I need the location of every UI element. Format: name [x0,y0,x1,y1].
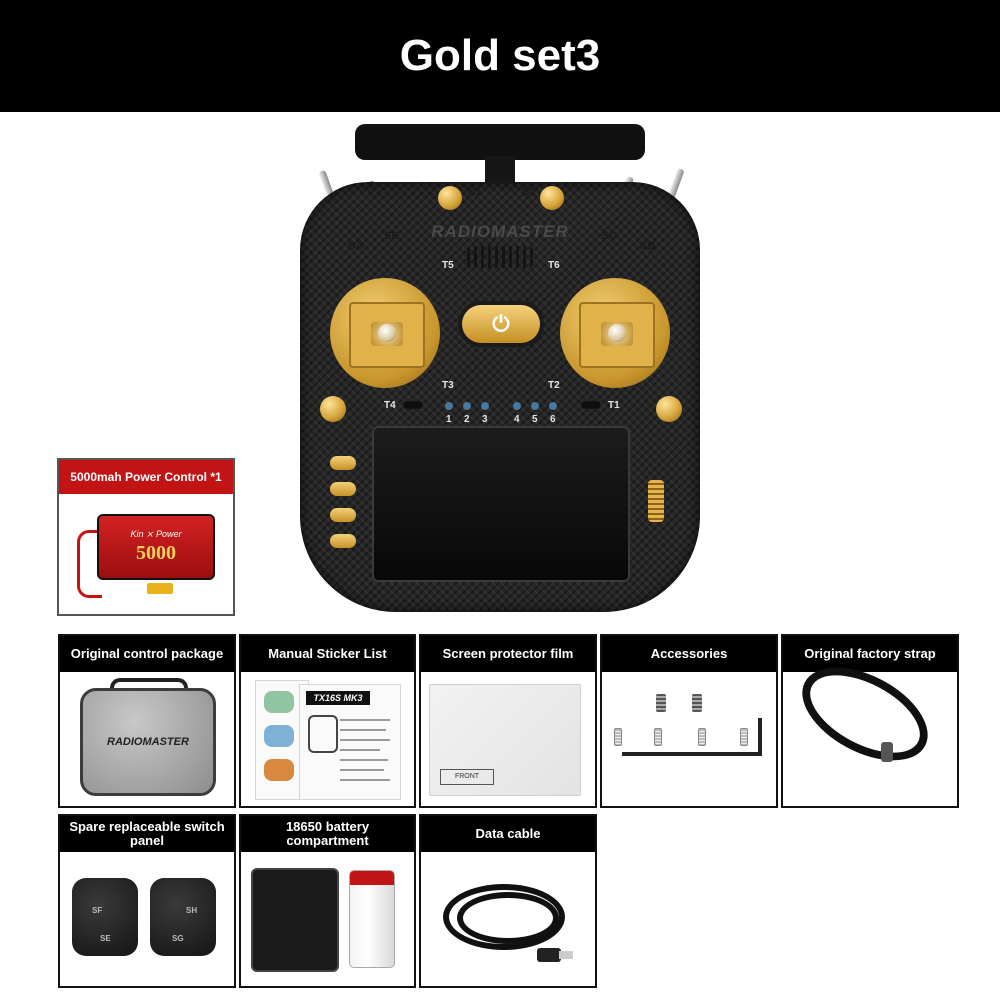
scroll-wheel[interactable] [648,480,664,522]
button-label-2: 2 [464,414,470,425]
switch-label-sf: SF [92,906,103,915]
case-logo: RADIOMASTER [107,736,189,748]
manual-image: TX16S MK3 [299,684,401,800]
battery-compartment-image [251,868,339,972]
power-button[interactable]: ⏻ [462,305,540,343]
label-sa: SA [348,240,364,252]
side-button-4[interactable] [330,534,356,548]
button-label-4: 4 [514,414,520,425]
screen-film-image: FRONT [429,684,581,796]
radio-transmitter: S1 S2 SA SB SC SD RADIOMASTER T5 T6 ⏻ T3… [290,120,710,615]
item-card-control-package: Original control package RADIOMASTER [58,634,236,808]
side-knob-right[interactable] [656,396,682,422]
button-label-3: 3 [482,414,488,425]
antenna [355,124,645,160]
right-stick[interactable] [608,324,626,342]
item-card-accessories: Accessories [600,634,778,808]
battery-card: 5000mah Power Control *1 Kin ⨯ Power 500… [57,458,235,616]
battery-plug [147,583,173,594]
item-label: Original factory strap [783,636,957,672]
battery-brand: Kin ⨯ Power [130,529,182,539]
speaker-grille [467,246,533,268]
label-sd: SD [640,240,656,252]
item-label: Accessories [602,636,776,672]
carry-case-image: RADIOMASTER [80,688,216,796]
label-t4: T4 [384,400,396,411]
battery-capacity: 5000 [136,542,176,564]
item-card-switch-panel: Spare replaceable switch panel SF SE SH … [58,814,236,988]
switch-label-sh: SH [186,906,198,915]
left-gimbal[interactable] [330,278,440,388]
item-card-manual: Manual Sticker List TX16S MK3 [239,634,416,808]
item-card-data-cable: Data cable [419,814,597,988]
switch-panel-right-image: SH SG [150,878,216,956]
data-cable-image [421,852,595,986]
item-card-strap: Original factory strap [781,634,959,808]
accessories-image [602,672,776,806]
led-3 [481,402,489,410]
knob-s1 [438,186,462,210]
item-card-screen-film: Screen protector film FRONT [419,634,597,808]
item-card-battery-compartment: 18650 battery compartment [239,814,416,988]
button-label-1: 1 [446,414,452,425]
18650-cell-image [349,870,395,968]
side-knob-left[interactable] [320,396,346,422]
led-4 [513,402,521,410]
label-s1: S1 [468,186,482,198]
switch-label-se: SE [100,934,111,943]
item-label: Data cable [421,816,595,852]
side-button-1[interactable] [330,456,356,470]
knob-s2 [540,186,564,210]
led-2 [463,402,471,410]
manual-title: TX16S MK3 [306,691,370,705]
label-t6: T6 [548,260,560,271]
label-sc: SC [602,230,618,242]
switch-label-sg: SG [172,934,184,943]
label-t2: T2 [548,380,560,391]
label-t5: T5 [442,260,454,271]
side-button-2[interactable] [330,482,356,496]
lcd-screen[interactable] [372,426,630,582]
battery-pack-image: Kin ⨯ Power 5000 [97,514,215,580]
strap-image [783,648,957,806]
item-label: Original control package [60,636,234,672]
button-label-5: 5 [532,414,538,425]
label-t1: T1 [608,400,620,411]
item-label: 18650 battery compartment [241,816,414,852]
battery-heading: 5000mah Power Control *1 [59,460,233,494]
led-5 [531,402,539,410]
battery-wire [77,530,102,598]
switch-panel-left-image: SF SE [72,878,138,956]
trim-t1[interactable] [580,400,602,410]
film-label: FRONT [440,769,494,785]
label-t3: T3 [442,380,454,391]
item-label: Manual Sticker List [241,636,414,672]
item-label: Screen protector film [421,636,595,672]
label-s2: S2 [522,186,536,198]
led-6 [549,402,557,410]
page-title: Gold set3 [0,0,1000,112]
brand-logo: RADIOMASTER [431,222,569,241]
item-label: Spare replaceable switch panel [60,816,234,852]
led-1 [445,402,453,410]
trim-t4[interactable] [402,400,424,410]
right-gimbal[interactable] [560,278,670,388]
left-stick[interactable] [378,324,396,342]
label-sb: SB [384,230,400,242]
button-label-6: 6 [550,414,556,425]
side-button-3[interactable] [330,508,356,522]
